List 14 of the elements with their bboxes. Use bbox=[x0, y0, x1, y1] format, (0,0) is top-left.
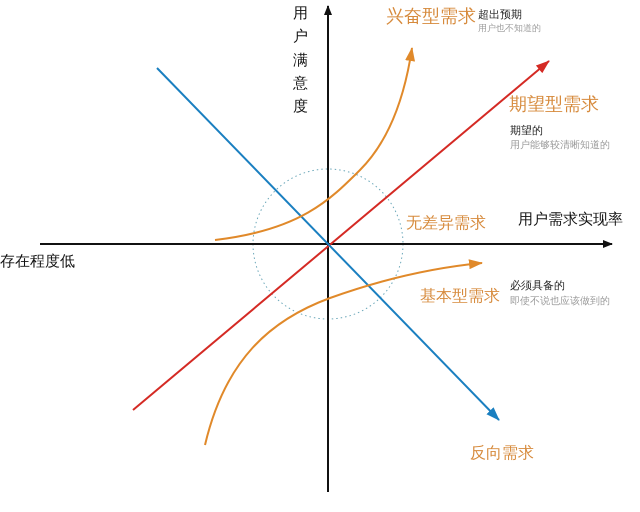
note-text: 必须具备的 bbox=[510, 280, 565, 293]
curve-label: 无差异需求 bbox=[406, 214, 486, 232]
note-text: 用户能够较清晰知道的 bbox=[510, 140, 610, 152]
curve-label: 期望型需求 bbox=[509, 95, 599, 116]
note-text: 即使不说也应该做到的 bbox=[510, 296, 610, 308]
axis-label: 用户满意度 bbox=[293, 3, 308, 117]
note-text: 用户也不知道的 bbox=[478, 24, 541, 34]
note-text: 期望的 bbox=[510, 125, 543, 138]
curve-label: 基本型需求 bbox=[420, 287, 500, 306]
curve-label: 反向需求 bbox=[470, 444, 534, 462]
axis-label: 用户需求实现率 bbox=[518, 211, 623, 228]
note-text: 超出预期 bbox=[478, 9, 522, 22]
curve-label: 兴奋型需求 bbox=[386, 7, 476, 28]
axis-label: 存在程度低 bbox=[0, 253, 75, 270]
